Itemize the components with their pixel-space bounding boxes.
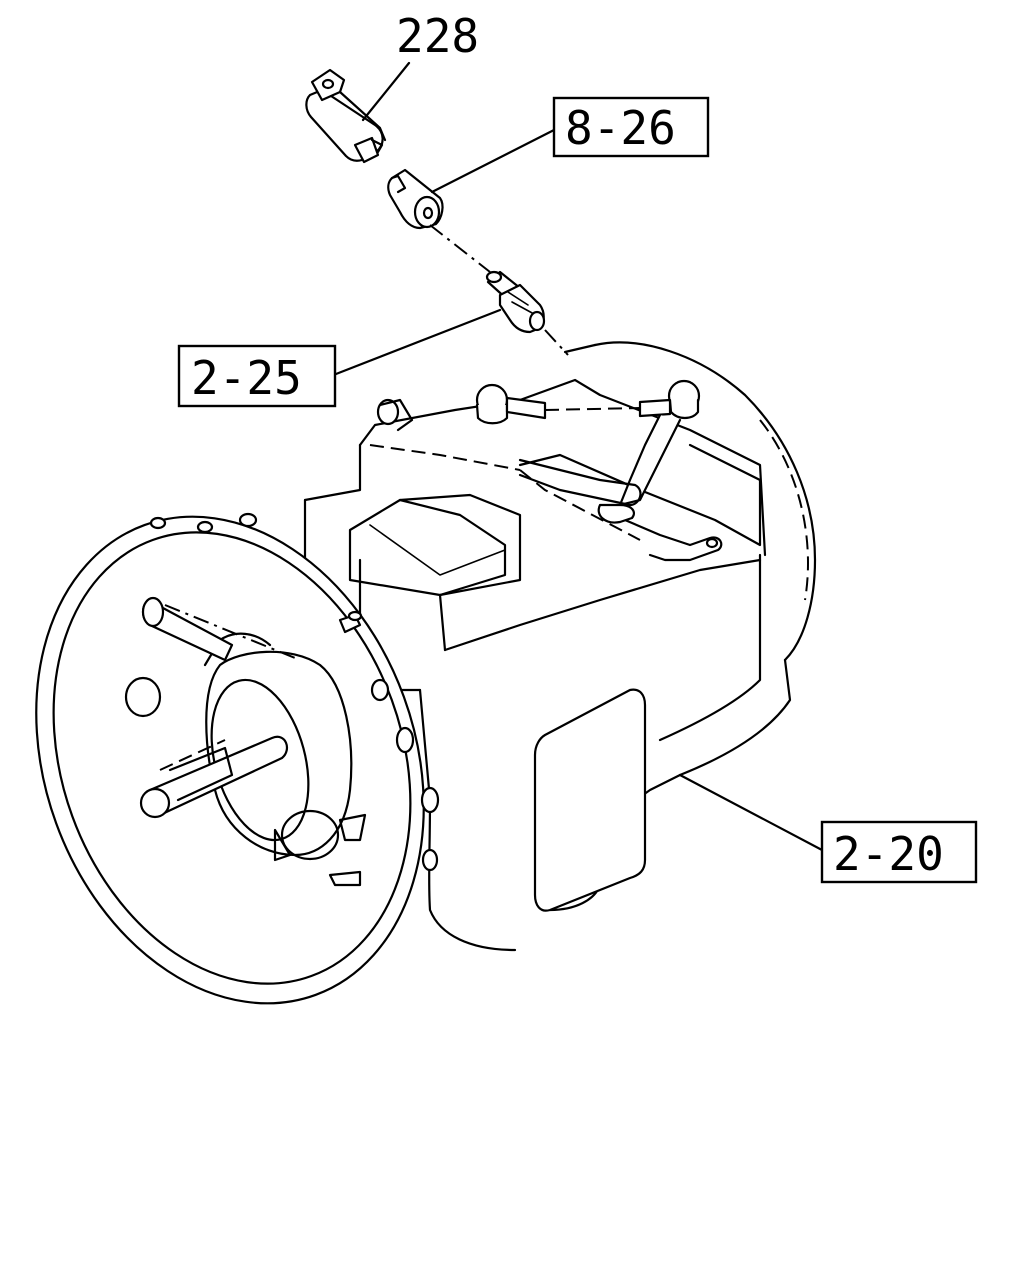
callout-box-8-26: 8-26 <box>552 96 710 158</box>
shift-linkage <box>475 379 723 562</box>
sensor-228-tab <box>370 138 384 154</box>
sleeve-thread-2 <box>511 301 535 315</box>
ball-joint-right-base <box>668 398 700 420</box>
clutch-hub <box>280 809 340 861</box>
linkage-rod-sleeve-left <box>505 396 547 420</box>
case-front-edge <box>418 688 517 952</box>
linkage-rod-sleeve-right <box>638 398 672 418</box>
callout-box-2-20-frame <box>820 820 978 884</box>
release-shaft-axis <box>164 604 301 661</box>
input-shaft-end <box>139 787 171 819</box>
right-housing-lower <box>658 553 762 742</box>
rear-case-hidden-edge <box>759 419 809 601</box>
sensor-228-connector <box>353 136 380 164</box>
top-boss-left <box>376 398 400 426</box>
retainer-window-2 <box>338 813 367 842</box>
case-midline <box>443 558 762 652</box>
linkage-rod <box>544 407 641 411</box>
callout-2-25: 2-25 <box>191 351 302 405</box>
driven-gear-face <box>413 195 441 229</box>
callout-box-8-26-frame <box>552 96 710 158</box>
driven-gear-center <box>422 206 434 220</box>
cover-hidden-1 <box>369 444 521 471</box>
cover-hidden-2 <box>519 469 641 541</box>
top-boss-left-body <box>378 398 414 432</box>
sleeve-thread-1 <box>507 291 529 306</box>
shaft-spline-hidden <box>159 739 226 771</box>
bell-housing <box>35 512 440 1005</box>
callout-box-2-25-frame <box>177 344 337 408</box>
shaft-spline <box>168 746 234 802</box>
flange-bolt-1 <box>149 516 167 530</box>
selector-arm <box>518 458 642 507</box>
callout-labels: 228 8-26 2-25 2-20 <box>177 9 978 884</box>
callout-box-2-25: 2-25 <box>177 344 337 408</box>
speedometer-sensor-group <box>305 68 569 356</box>
ball-joint-left-base <box>475 403 509 425</box>
bell-housing-inner <box>52 531 412 985</box>
flange-bolt-5 <box>395 726 415 754</box>
leader-2-25 <box>334 308 502 376</box>
callout-box-2-20: 2-20 <box>820 820 978 884</box>
callout-8-26: 8-26 <box>565 101 676 155</box>
part-2-25-sleeve <box>485 270 546 334</box>
driven-gear-lug <box>390 174 407 194</box>
sensor-228-clip <box>338 90 387 142</box>
sleeve-top <box>485 270 503 284</box>
sensor-228-flange <box>310 68 346 102</box>
part-8-26-driven-gear <box>387 168 444 230</box>
top-cover-inner <box>348 498 507 597</box>
case-lower-right <box>678 658 792 777</box>
flange-bolt-7 <box>421 848 439 872</box>
lever-pivot <box>597 503 636 524</box>
top-cover <box>398 493 522 652</box>
part-228-sensor <box>305 68 387 164</box>
shift-lever-arm <box>618 413 682 507</box>
flange-bolt-2 <box>196 520 214 534</box>
sleeve-end <box>528 310 546 332</box>
flange-bolt-6 <box>420 786 440 814</box>
callout-2-20: 2-20 <box>833 827 944 881</box>
pto-cover-plate <box>533 688 647 912</box>
flange-bolt-3 <box>238 512 258 528</box>
rear-case-upper <box>563 343 597 354</box>
leader-2-20 <box>678 773 824 852</box>
release-shaft-end <box>141 596 165 628</box>
leader-lines <box>334 61 824 852</box>
transmission-assembly <box>303 341 817 952</box>
assembly-centerline <box>429 224 491 273</box>
shift-lever-bracket <box>598 503 723 562</box>
right-housing <box>518 443 762 547</box>
input-shaft <box>148 735 289 817</box>
flange-hole <box>124 676 162 718</box>
top-cover-ridge <box>369 524 506 576</box>
callout-228: 228 <box>396 9 479 63</box>
bracket-hole <box>705 537 719 549</box>
leader-8-26 <box>430 128 556 194</box>
breather-cap <box>347 610 363 622</box>
case-top-edge <box>358 378 767 557</box>
rear-case-outline <box>593 341 817 662</box>
retainer-window-3 <box>328 870 362 887</box>
leader-228 <box>361 61 411 122</box>
sensor-228-hole <box>321 78 335 90</box>
case-body-front <box>303 443 362 502</box>
flange-bolt-4 <box>370 678 390 702</box>
assembly-centerline-lower <box>544 329 569 356</box>
